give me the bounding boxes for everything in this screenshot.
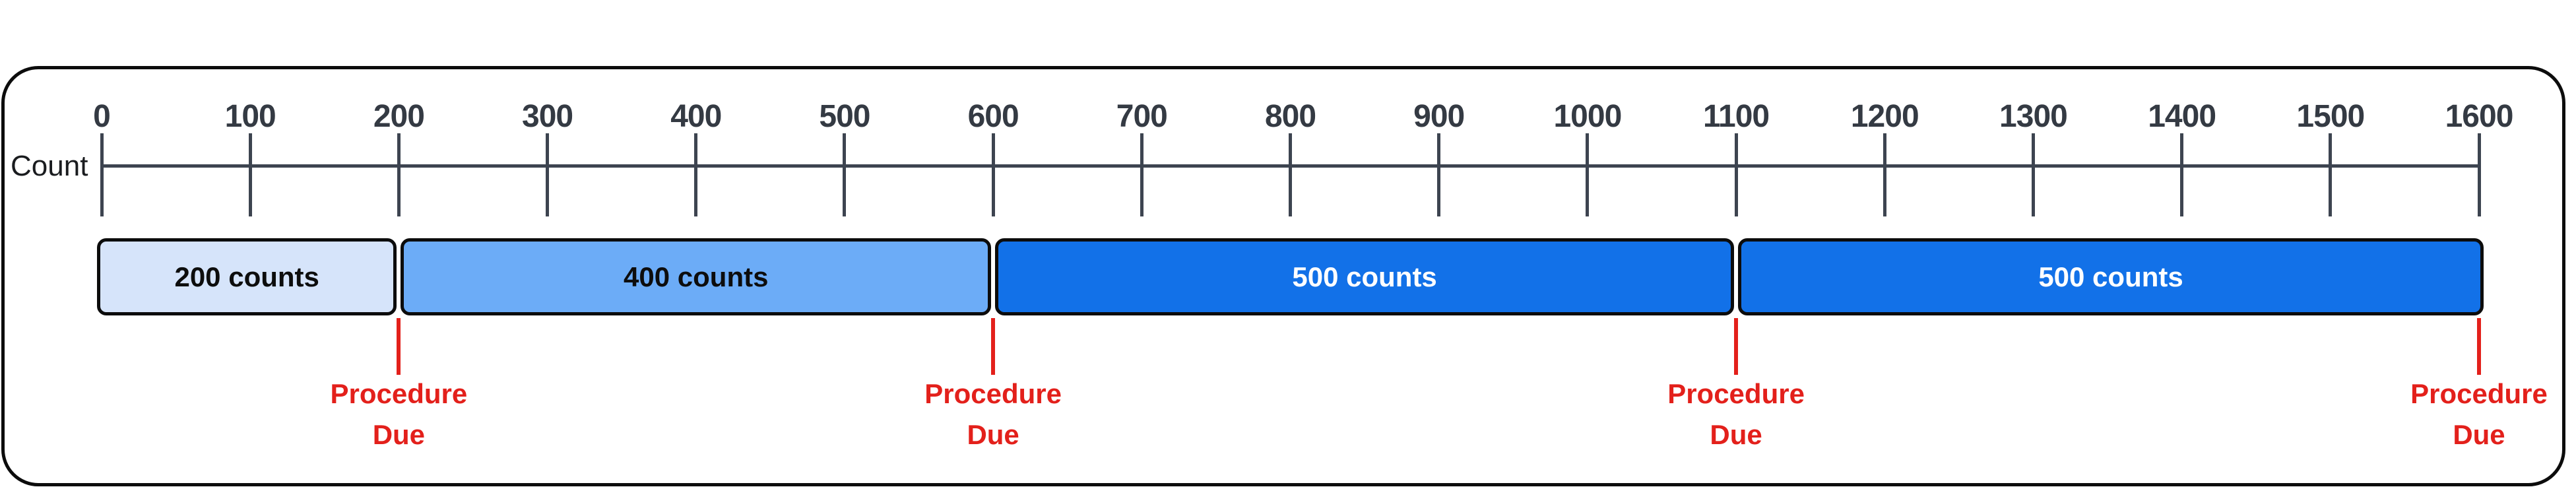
axis-tick-label: 400: [670, 99, 722, 134]
axis-tick: [1140, 133, 1143, 216]
axis-tick: [100, 133, 104, 216]
axis-tick-label: 500: [819, 99, 870, 134]
axis-tick-label: 0: [93, 99, 111, 134]
axis-tick: [248, 133, 252, 216]
axis-tick-label: 700: [1116, 99, 1168, 134]
axis-tick-label: 1100: [1702, 99, 1770, 134]
axis-tick-label: 200: [373, 99, 425, 134]
axis-tick: [1289, 133, 1292, 216]
axis-tick: [2329, 133, 2333, 216]
axis-tick-label: 1600: [2445, 99, 2514, 134]
axis-tick-label: 1400: [2148, 99, 2216, 134]
axis-tick-label: 900: [1413, 99, 1465, 134]
axis-tick-label: 1300: [1999, 99, 2068, 134]
count-segment: 200 counts: [97, 238, 397, 315]
procedure-due-line: [1734, 318, 1739, 375]
axis-tick: [1586, 133, 1590, 216]
axis-tick: [2477, 133, 2481, 216]
axis-tick: [1883, 133, 1886, 216]
axis-tick: [397, 133, 401, 216]
procedure-due-label: Procedure Due: [1667, 378, 1805, 450]
axis-tick-label: 100: [224, 99, 276, 134]
axis-tick: [546, 133, 550, 216]
axis-tick: [991, 133, 995, 216]
axis-tick-label: 300: [522, 99, 573, 134]
axis-tick: [2031, 133, 2035, 216]
procedure-due-line: [991, 318, 996, 375]
axis-tick-label: 600: [967, 99, 1019, 134]
axis-tick-label: 800: [1264, 99, 1316, 134]
count-segment: 500 counts: [1738, 238, 2484, 315]
axis-tick-label: 1000: [1553, 99, 1622, 134]
axis-tick: [843, 133, 847, 216]
procedure-due-line: [397, 318, 401, 375]
count-segment: 500 counts: [995, 238, 1735, 315]
procedure-due-label: Procedure Due: [924, 378, 1062, 450]
axis-tick: [2180, 133, 2184, 216]
procedure-due-label: Procedure Due: [330, 378, 468, 450]
axis-tick: [1437, 133, 1441, 216]
procedure-due-line: [2477, 318, 2481, 375]
axis-tick-label: 1500: [2296, 99, 2365, 134]
axis-tick-label: 1200: [1850, 99, 1919, 134]
axis-tick: [694, 133, 698, 216]
procedure-due-label: Procedure Due: [2410, 378, 2548, 450]
axis-label: Count: [11, 150, 88, 182]
axis-tick: [1734, 133, 1738, 216]
count-segment: 400 counts: [401, 238, 992, 315]
diagram-frame: [1, 66, 2565, 486]
